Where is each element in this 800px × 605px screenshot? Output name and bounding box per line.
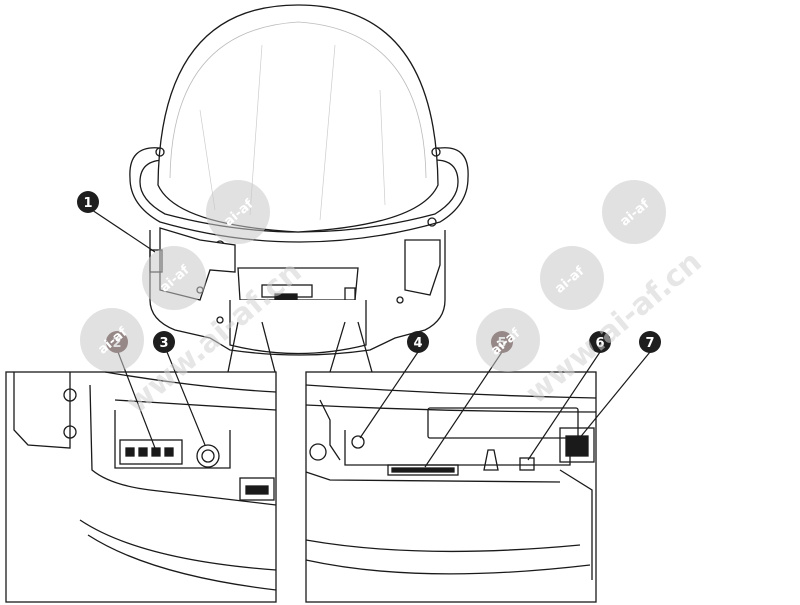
connector-2 (119, 439, 183, 465)
svg-text:4: 4 (413, 336, 422, 351)
svg-text:6: 6 (595, 336, 604, 351)
jack-3 (196, 444, 220, 468)
button-6 (519, 457, 535, 471)
dome-camera (129, 4, 469, 356)
sd-card-slot-5 (387, 464, 459, 476)
callout-3: 3 (153, 331, 175, 353)
led-4 (351, 435, 365, 449)
callout-7: 7 (639, 331, 661, 353)
dome-cover (157, 4, 439, 233)
network-port-7 (559, 427, 595, 463)
callout-6: 6 (589, 331, 611, 353)
callout-1: 1 (77, 191, 99, 213)
right-detail-panel (305, 371, 597, 603)
svg-text:1: 1 (83, 196, 92, 211)
callout-4: 4 (407, 331, 429, 353)
svg-text:3: 3 (159, 336, 168, 351)
zoom-leaders (227, 321, 373, 373)
svg-text:7: 7 (645, 336, 654, 351)
